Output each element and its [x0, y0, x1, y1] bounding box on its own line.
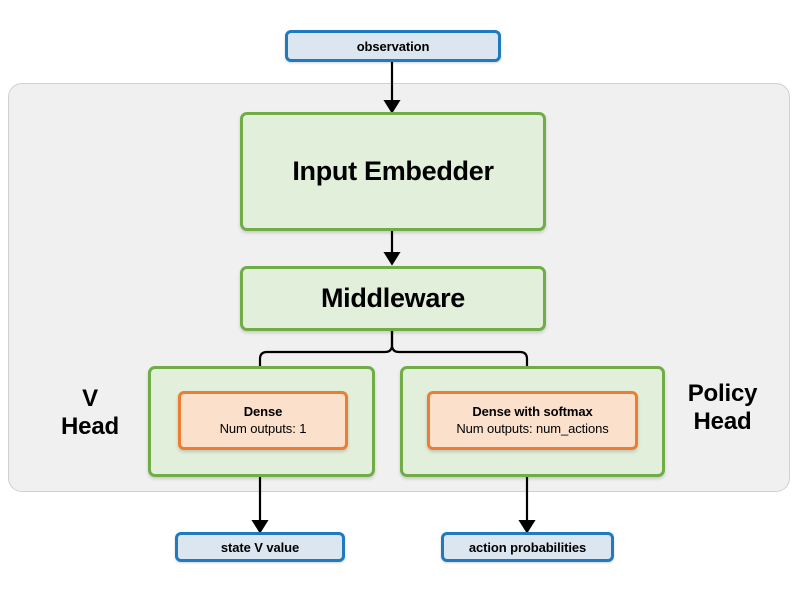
- v-head-container[interactable]: Dense Num outputs: 1: [148, 366, 375, 477]
- v-head-label: V Head: [35, 385, 145, 442]
- middleware-box[interactable]: Middleware: [240, 266, 546, 331]
- policy-head-label-line1: Policy: [687, 380, 758, 407]
- observation-box[interactable]: observation: [285, 30, 501, 62]
- v-head-label-line2: Head: [61, 413, 119, 441]
- v-head-dense-title: Dense: [243, 404, 283, 420]
- action-probabilities-output-box[interactable]: action probabilities: [441, 532, 614, 562]
- input-embedder-box[interactable]: Input Embedder: [240, 112, 546, 231]
- policy-head-container[interactable]: Dense with softmax Num outputs: num_acti…: [400, 366, 665, 477]
- policy-head-dense-box[interactable]: Dense with softmax Num outputs: num_acti…: [427, 391, 638, 450]
- v-head-dense-sub: Num outputs: 1: [219, 420, 307, 436]
- observation-label: observation: [356, 38, 430, 54]
- input-embedder-label: Input Embedder: [292, 156, 494, 186]
- policy-head-dense-sub: Num outputs: num_actions: [456, 420, 609, 436]
- policy-head-label-line2: Head: [693, 408, 752, 436]
- state-value-label: state V value: [220, 539, 300, 555]
- v-head-dense-box[interactable]: Dense Num outputs: 1: [178, 391, 348, 450]
- policy-head-dense-title: Dense with softmax: [472, 404, 593, 420]
- middleware-label: Middleware: [320, 283, 466, 313]
- action-probabilities-label: action probabilities: [468, 539, 587, 555]
- policy-head-label: Policy Head: [665, 380, 780, 437]
- v-head-label-line1: V: [82, 385, 98, 412]
- state-value-output-box[interactable]: state V value: [175, 532, 345, 562]
